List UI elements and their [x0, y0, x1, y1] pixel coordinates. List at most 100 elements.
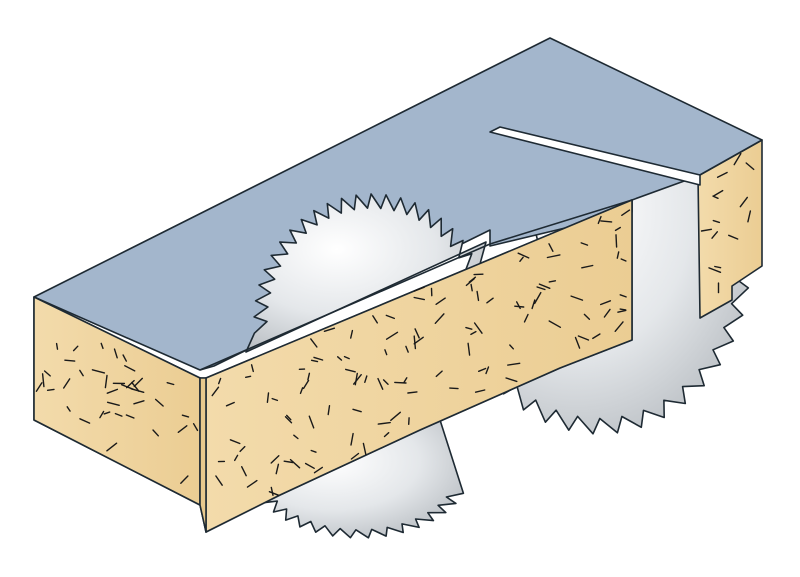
grain-mark [615, 234, 618, 248]
grain-mark [509, 344, 514, 350]
grain-mark [275, 463, 280, 475]
grain-mark [580, 242, 589, 246]
grain-mark [470, 283, 473, 292]
grain-mark [106, 388, 119, 394]
grain-mark [614, 226, 621, 232]
grain-mark [548, 320, 562, 328]
grain-mark [708, 267, 722, 273]
grain-mark [211, 386, 220, 397]
grain-mark [617, 309, 627, 313]
grain-mark [350, 432, 354, 446]
grain-mark [714, 265, 722, 269]
grain-mark [215, 475, 223, 486]
grain-mark [711, 231, 718, 239]
grain-mark [289, 458, 301, 469]
grain-mark [474, 389, 486, 393]
grain-mark [516, 301, 521, 310]
grain-mark [619, 308, 627, 311]
grain-mark [603, 308, 611, 318]
grain-mark [192, 423, 199, 432]
grain-mark [570, 295, 584, 301]
grain-mark [352, 408, 362, 413]
grain-mark [271, 397, 279, 402]
grain-mark [120, 384, 134, 390]
grain-mark [383, 432, 390, 438]
grain-mark [310, 449, 317, 453]
grain-mark [600, 300, 612, 306]
grain-mark [583, 313, 591, 320]
grain-mark [538, 283, 551, 289]
grain-mark [122, 354, 128, 362]
grain-mark [166, 382, 175, 386]
grain-mark [486, 297, 494, 304]
grain-mark [712, 189, 724, 197]
grain-mark [413, 335, 417, 350]
grain-mark [413, 296, 425, 301]
grain-mark [546, 254, 561, 259]
grain-mark [548, 280, 557, 283]
grain-mark [536, 286, 546, 291]
grain-mark [377, 377, 384, 390]
grain-mark [619, 294, 627, 298]
grain-mark [716, 171, 728, 179]
grain-mark [313, 356, 324, 361]
grain-mark [350, 452, 360, 460]
grain-mark [66, 406, 71, 412]
grain-mark [55, 342, 59, 350]
grain-mark [405, 345, 409, 353]
grain-mark [225, 401, 235, 407]
grain-mark [239, 445, 246, 453]
grain-mark [745, 162, 755, 171]
grain-mark [614, 321, 624, 332]
grain-mark [131, 381, 140, 392]
grain-mark [435, 370, 443, 378]
saw-blade-left-icon [245, 193, 487, 353]
grain-mark [478, 367, 487, 372]
grain-mark [343, 355, 350, 360]
grain-mark [485, 366, 490, 375]
grain-mark [41, 373, 45, 388]
grain-mark [229, 439, 241, 445]
grain-mark [106, 401, 120, 406]
grain-mark [350, 329, 354, 339]
grain-mark [473, 322, 483, 334]
grain-mark [435, 297, 446, 305]
grain-mark [327, 405, 331, 416]
grain-mark [308, 415, 315, 429]
grain-mark [133, 377, 144, 388]
grain-mark [733, 152, 742, 166]
grain-mark [266, 392, 270, 403]
grain-mark [270, 455, 280, 464]
grain-mark [181, 414, 190, 418]
grain-mark [124, 365, 136, 372]
grain-mark [476, 290, 480, 302]
grain-mark [505, 377, 518, 383]
grain-mark [46, 388, 55, 391]
grain-mark [577, 335, 590, 341]
grain-mark [133, 400, 145, 405]
grain-mark [470, 330, 477, 336]
grain-mark [592, 333, 601, 340]
grain-mark [79, 369, 84, 377]
grain-mark [177, 425, 188, 433]
grain-mark [434, 313, 445, 324]
grain-mark [79, 418, 91, 424]
grain-mark [385, 331, 399, 340]
grain-mark [507, 362, 521, 366]
grain-mark [531, 299, 536, 310]
grain-mark [372, 315, 378, 324]
grain-mark [299, 387, 304, 395]
grain-mark [91, 369, 106, 374]
grain-mark [523, 313, 529, 323]
grain-mark [364, 375, 368, 383]
grain-mark [616, 251, 620, 259]
grain-mark [246, 479, 258, 488]
grain-mark [72, 345, 79, 352]
grain-mark [403, 377, 408, 384]
grain-mark [712, 195, 719, 200]
grain-mark [104, 374, 108, 389]
grain-mark [377, 421, 391, 425]
grain-mark [310, 338, 318, 348]
